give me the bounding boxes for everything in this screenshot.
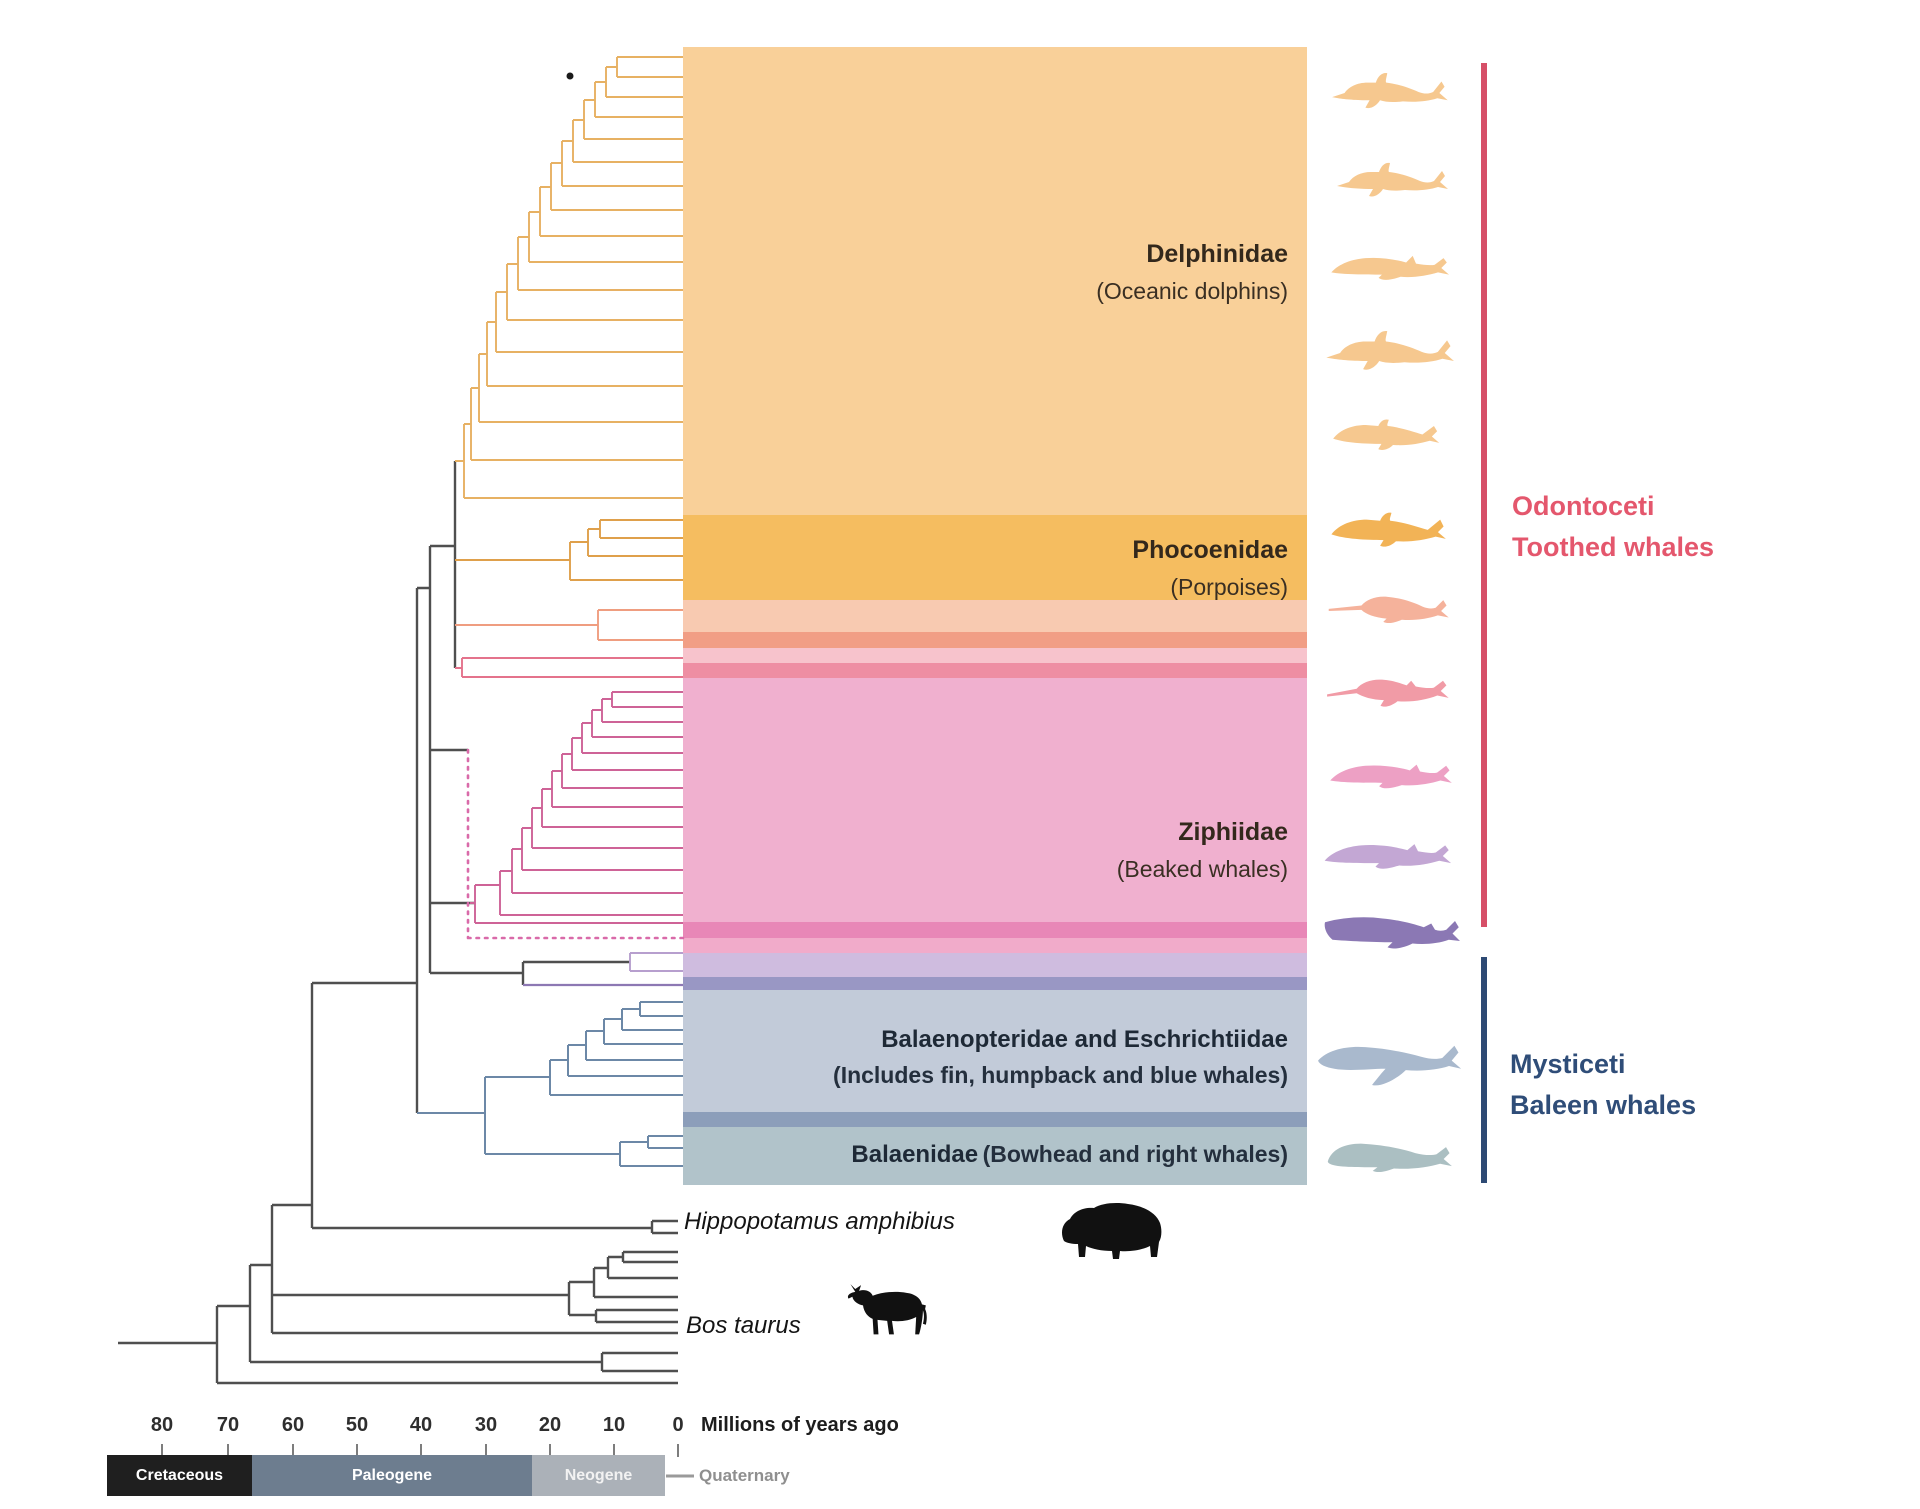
band-lavender — [683, 953, 1307, 977]
cow-icon — [847, 1284, 927, 1335]
ziphiidae-name: Ziphiidae — [1178, 818, 1288, 846]
band-monodontidae-dark — [683, 632, 1307, 648]
tree-monodontidae-clade — [455, 609, 683, 641]
balaenopteridae-common-name: (Includes fin, humpback and blue whales) — [833, 1062, 1288, 1088]
mysticeti-label: Mysticeti Baleen whales — [1510, 1044, 1696, 1125]
dolphin-icon-5 — [1333, 419, 1440, 450]
tree-phocoenidae-clade — [455, 519, 683, 581]
delphinidae-label: Delphinidae (Oceanic dolphins) — [1096, 236, 1288, 308]
band-monodontidae-light — [683, 600, 1307, 632]
axis-title: Millions of years ago — [701, 1414, 899, 1436]
humpback-whale-icon — [1318, 1045, 1462, 1086]
band-ziphiidae — [683, 678, 1307, 922]
phocoenidae-common-name: (Porpoises) — [1170, 573, 1288, 600]
period-paleogene: Paleogene — [252, 1455, 532, 1496]
tree-ziphiidae-clade — [470, 691, 683, 924]
tree-delphinidae-clade — [455, 56, 683, 499]
ziphiidae-common-name: (Beaked whales) — [1116, 855, 1288, 882]
axis-tick-0: 0 — [672, 1414, 684, 1436]
balaenopteridae-label: Balaenopteridae and Eschrichtiidae (Incl… — [833, 1022, 1288, 1093]
tree-dotted-branch — [466, 748, 685, 940]
odontoceti-label: Odontoceti Toothed whales — [1512, 486, 1714, 567]
axis-ticks — [161, 1444, 679, 1457]
dolphin-icon-3 — [1331, 255, 1449, 280]
sperm-whale-icon — [1324, 917, 1460, 949]
phocoenidae-label: Phocoenidae (Porpoises) — [1132, 532, 1288, 604]
mysticeti-common-name: Baleen whales — [1510, 1089, 1697, 1120]
band-physeteridae-stripe — [683, 977, 1307, 990]
balaenidae-common-name: (Bowhead and right whales) — [982, 1141, 1288, 1167]
axis-tick-20: 20 — [538, 1414, 562, 1436]
family-bands — [683, 47, 1307, 1185]
period-neogene: Neogene — [532, 1455, 665, 1496]
delphinidae-name: Delphinidae — [1146, 240, 1288, 268]
axis-tick-60: 60 — [281, 1414, 305, 1436]
band-balaenopteridae — [683, 990, 1307, 1112]
bowhead-whale-icon — [1327, 1143, 1452, 1173]
dolphin-icon-1 — [1332, 73, 1448, 109]
tree-river-dolphin-clade — [455, 657, 683, 678]
tree-mysticeti-clade — [417, 1001, 683, 1167]
axis-tick-50: 50 — [345, 1414, 369, 1436]
period-cretaceous: Cretaceous — [107, 1455, 252, 1496]
beaked-whale-2-icon — [1324, 844, 1452, 869]
band-blue-stripe — [683, 1112, 1307, 1127]
reference-dot — [566, 72, 574, 80]
dolphin-icon-2 — [1337, 162, 1448, 197]
band-kogiidae-stripe — [683, 922, 1307, 938]
balaenidae-name: Balaenidae — [851, 1141, 979, 1168]
narwhal-icon — [1328, 596, 1449, 624]
geological-period-bar: Cretaceous Paleogene Neogene — [107, 1455, 665, 1496]
band-balaenidae — [683, 1127, 1307, 1185]
porpoise-icon — [1331, 512, 1446, 547]
dolphin-icon-4 — [1326, 330, 1454, 370]
balaenopteridae-name: Balaenopteridae and Eschrichtiidae — [881, 1026, 1288, 1053]
period-quaternary: Quaternary — [699, 1466, 790, 1485]
band-platanistidae-dark — [683, 663, 1307, 678]
hippopotamus-label: Hippopotamus amphibius — [684, 1208, 955, 1235]
band-phocoenidae — [683, 515, 1307, 600]
phocoenidae-name: Phocoenidae — [1132, 536, 1288, 564]
delphinidae-common-name: (Oceanic dolphins) — [1096, 277, 1288, 304]
river-dolphin-icon — [1327, 679, 1449, 707]
axis-tick-10: 10 — [602, 1414, 626, 1436]
axis-tick-80: 80 — [150, 1414, 174, 1436]
tree-backbone-lines — [118, 461, 678, 1385]
beaked-whale-icon — [1330, 764, 1452, 789]
band-platanistidae-light — [683, 648, 1307, 663]
axis-tick-40: 40 — [409, 1414, 433, 1436]
odontoceti-common-name: Toothed whales — [1512, 531, 1715, 562]
bos-taurus-label: Bos taurus — [686, 1312, 801, 1339]
axis-tick-30: 30 — [474, 1414, 498, 1436]
band-delphinidae — [683, 47, 1307, 515]
axis-tick-70: 70 — [216, 1414, 240, 1436]
tree-lavender-pair — [629, 952, 683, 972]
hippopotamus-icon — [1062, 1203, 1162, 1259]
odontoceti-name: Odontoceti — [1512, 491, 1655, 521]
band-pink-medium — [683, 938, 1307, 953]
mysticeti-name: Mysticeti — [1510, 1049, 1626, 1079]
ziphiidae-label: Ziphiidae (Beaked whales) — [1117, 814, 1288, 886]
balaenidae-label: Balaenidae (Bowhead and right whales) — [851, 1137, 1288, 1173]
